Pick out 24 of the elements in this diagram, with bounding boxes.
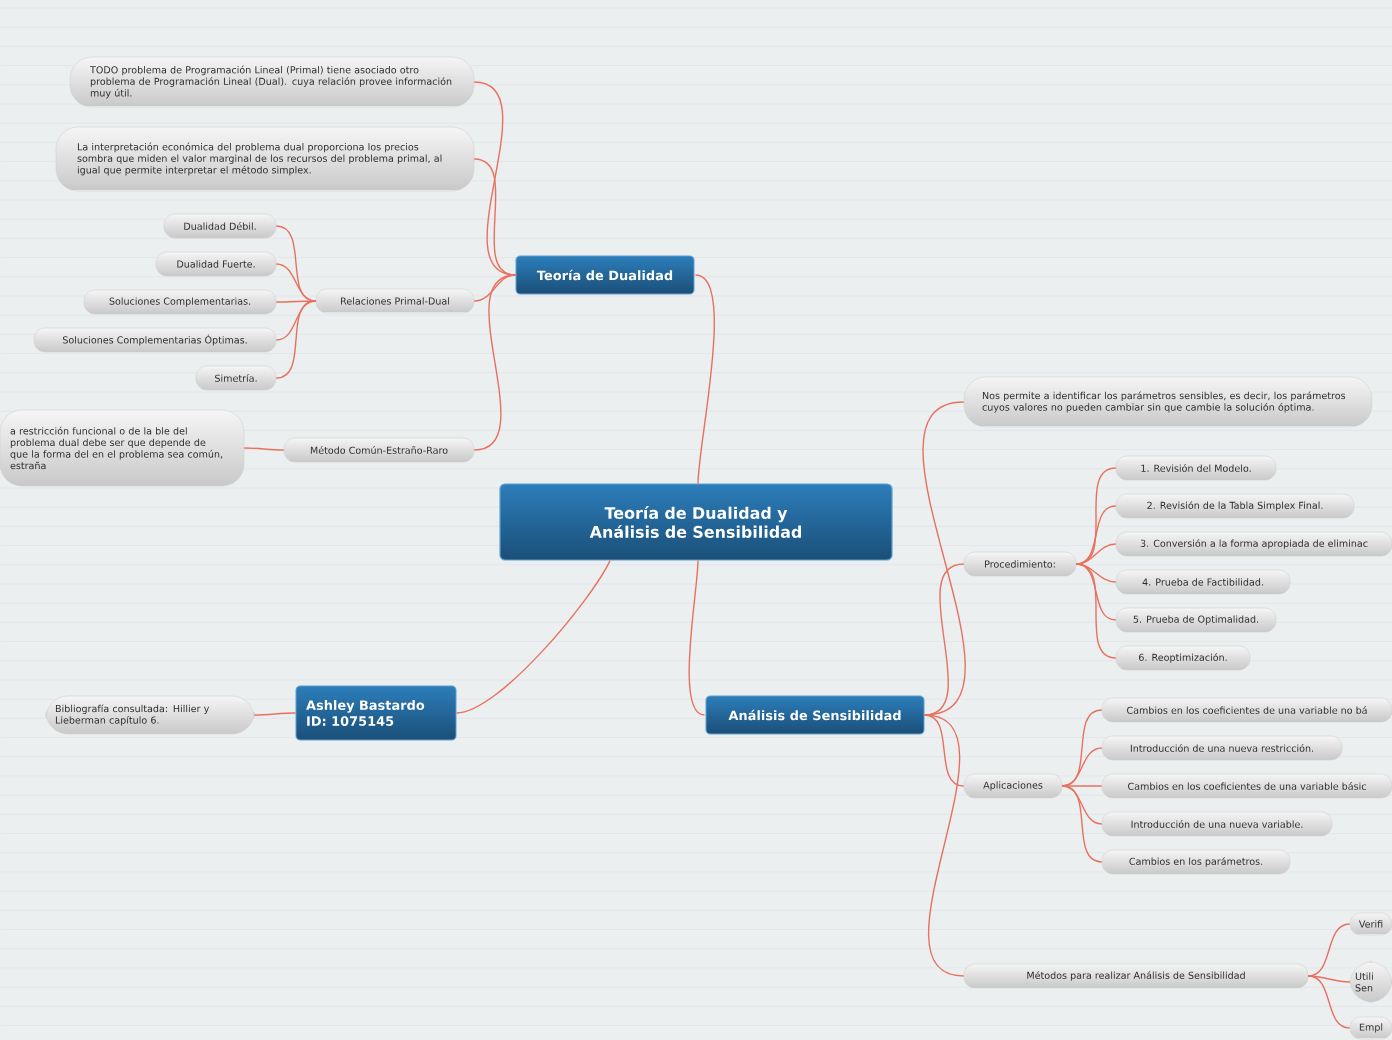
connector-line — [1075, 563, 1117, 659]
connector-line — [688, 559, 706, 716]
connector-line — [923, 714, 965, 977]
connector-line — [473, 274, 517, 451]
connector-line — [455, 559, 611, 714]
connector-line — [1075, 563, 1117, 621]
connector-line — [922, 401, 966, 716]
connector-line — [1075, 543, 1117, 565]
connector-line — [473, 158, 517, 276]
connector-line — [1061, 785, 1103, 787]
connector-line — [1061, 747, 1103, 787]
connector-line — [275, 300, 317, 303]
connector-line — [1307, 975, 1351, 983]
connector-line — [923, 563, 965, 716]
connector-line — [1061, 785, 1103, 863]
connector-line — [275, 300, 317, 341]
connector-line — [694, 274, 715, 485]
connector-line — [275, 263, 317, 302]
connector-line — [253, 712, 297, 716]
connector-line — [275, 300, 317, 379]
connector-line — [1307, 923, 1351, 977]
connector-line — [243, 447, 285, 451]
connector-line — [1075, 505, 1117, 565]
connector-line — [1307, 975, 1351, 1029]
